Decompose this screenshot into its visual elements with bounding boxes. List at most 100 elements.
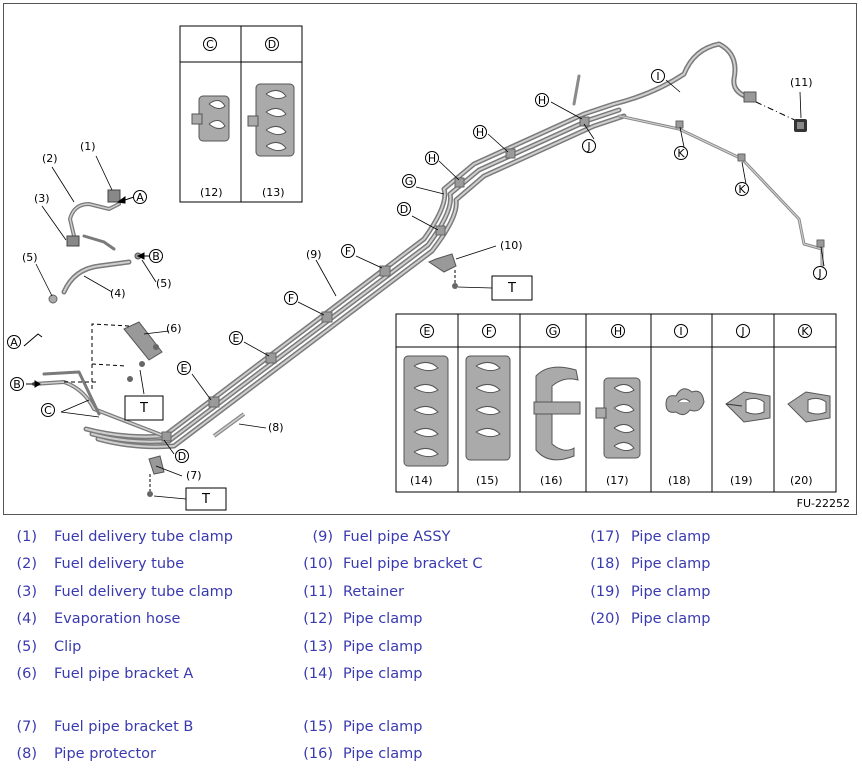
legend-number: (3): [16, 584, 37, 600]
legend-label: Fuel pipe bracket C: [343, 556, 483, 572]
legend-label: Fuel delivery tube clamp: [54, 584, 233, 600]
callout-15: (15): [476, 474, 499, 487]
callout-16: (16): [540, 474, 563, 487]
legend-number: (12): [303, 611, 333, 627]
legend-label: Pipe clamp: [343, 611, 423, 627]
legend-label: Clip: [54, 639, 82, 655]
inset-letter-k: K: [801, 325, 809, 338]
inset-letter-j: J: [740, 325, 744, 338]
inset-letter-h: H: [614, 325, 622, 338]
callout-3: (3): [34, 192, 50, 205]
legend-number: (15): [303, 719, 333, 735]
legend-number: (6): [16, 666, 37, 682]
legend-number: (11): [303, 584, 333, 600]
letter-j-2: J: [817, 267, 821, 280]
callout-9: (9): [306, 248, 322, 261]
diagram-canvas: A B A B C D E E F F D G H H H J I K K J …: [7, 25, 837, 511]
torque-mark-2: T: [201, 492, 210, 507]
letter-g: G: [405, 175, 414, 188]
legend-label: Pipe clamp: [631, 529, 711, 545]
legend-label: Pipe clamp: [631, 611, 711, 627]
legend-label: Fuel pipe bracket B: [54, 719, 194, 735]
exploded-parts-diagram: A B A B C D E E F F D G H H H J I K K J …: [3, 3, 857, 515]
callout-1: (1): [80, 140, 96, 153]
fuel-pipe-bracket-c: [427, 253, 458, 289]
inset-letter-d: D: [268, 38, 276, 51]
letter-b-top: B: [152, 250, 160, 263]
fuel-pipe-bracket-b: [147, 455, 165, 497]
pipe-protector: [212, 412, 246, 438]
legend-number: (5): [16, 639, 37, 655]
torque-boxes: T T T: [124, 275, 533, 511]
part-callouts: (1) (2) (3) (5) (5) (4) (6) (7) (8) (9) …: [22, 76, 813, 482]
callout-18: (18): [668, 474, 691, 487]
legend-label: Pipe protector: [54, 746, 157, 762]
legend-number: (18): [590, 556, 620, 572]
legend-number: (10): [303, 556, 333, 572]
callout-10: (10): [500, 239, 523, 252]
legend-number: (13): [303, 639, 333, 655]
letter-j-1: J: [586, 140, 590, 153]
legend-label: Pipe clamp: [343, 746, 423, 762]
legend-number: (4): [16, 611, 37, 627]
inset-letter-g: G: [549, 325, 558, 338]
callout-13: (13): [262, 186, 285, 199]
letter-h-2: H: [476, 126, 484, 139]
callout-20: (20): [790, 474, 813, 487]
legend-number: (19): [590, 584, 620, 600]
callout-4: (4): [110, 287, 126, 300]
letter-h-3: H: [538, 94, 546, 107]
callout-2: (2): [42, 152, 58, 165]
letter-i: I: [656, 70, 659, 83]
letter-e-1: E: [181, 362, 188, 375]
letter-d-low: D: [178, 450, 186, 463]
legend-label: Pipe clamp: [631, 556, 711, 572]
legend-number: (8): [16, 746, 37, 762]
letter-a-top: A: [136, 191, 144, 204]
legend-number: (20): [590, 611, 620, 627]
fuel-delivery-tube-group: [48, 189, 142, 304]
legend-number: (14): [303, 666, 333, 682]
fuel-pipe-assy: [32, 41, 825, 450]
letter-d-up: D: [400, 203, 408, 216]
callout-7: (7): [186, 469, 202, 482]
legend-label: Pipe clamp: [343, 719, 423, 735]
callout-11: (11): [790, 76, 813, 89]
letter-k-1: K: [677, 147, 685, 160]
legend-label: Fuel delivery tube: [54, 556, 185, 572]
legend-number: (16): [303, 746, 333, 762]
legend-label: Pipe clamp: [631, 584, 711, 600]
callout-5b: (5): [156, 277, 172, 290]
letter-k-2: K: [738, 183, 746, 196]
callout-5a: (5): [22, 251, 38, 264]
retainer-11: [794, 119, 807, 132]
legend-label: Fuel delivery tube clamp: [54, 529, 233, 545]
letter-h-1: H: [428, 152, 436, 165]
legend-number: (17): [590, 529, 620, 545]
legend-label: Pipe clamp: [343, 639, 423, 655]
legend-label: Fuel pipe bracket A: [54, 666, 194, 682]
callout-19: (19): [730, 474, 753, 487]
inset-clamps-c-d: C D (12) (13): [179, 25, 303, 203]
legend-number: (7): [16, 719, 37, 735]
callout-8: (8): [268, 421, 284, 434]
callout-17: (17): [606, 474, 629, 487]
legend-number: (9): [312, 529, 333, 545]
legend-number: (2): [16, 556, 37, 572]
letter-a-left: A: [10, 336, 18, 349]
legend-label: Retainer: [343, 584, 405, 600]
inset-letter-e: E: [424, 325, 431, 338]
letter-f-1: F: [288, 292, 294, 305]
legend-label: Pipe clamp: [343, 666, 423, 682]
callout-6: (6): [166, 322, 182, 335]
letter-e-2: E: [233, 332, 240, 345]
letter-c: C: [44, 404, 52, 417]
inset-letter-c: C: [206, 38, 214, 51]
inset-clamps-e-k: E F G H I J K: [395, 313, 837, 493]
letter-b-left: B: [13, 378, 21, 391]
legend-number: (1): [16, 529, 37, 545]
letter-f-2: F: [345, 245, 351, 258]
callout-12: (12): [200, 186, 223, 199]
legend-label: Fuel pipe ASSY: [343, 529, 451, 545]
figure-code: FU-22252: [796, 497, 850, 510]
